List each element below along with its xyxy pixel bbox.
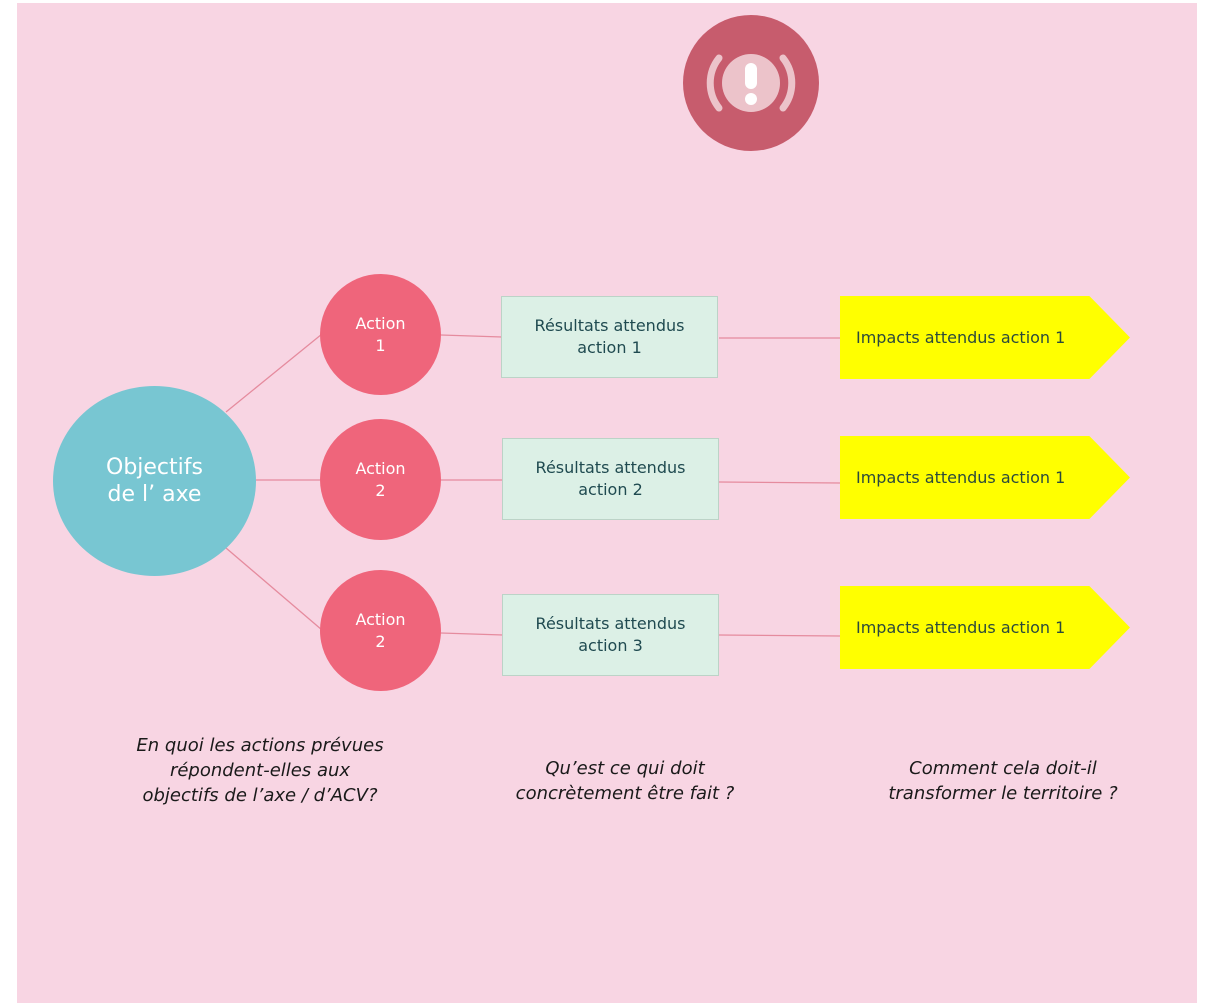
action-circle-2: Action 2 bbox=[320, 419, 441, 540]
result-box-2: Résultats attendus action 2 bbox=[502, 438, 719, 520]
connector-result-2-impact-2 bbox=[718, 481, 841, 484]
result-box-3: Résultats attendus action 3 bbox=[502, 594, 719, 676]
action-label: Action 2 bbox=[355, 609, 406, 651]
objective-label: Objectifs de l’ axe bbox=[106, 455, 203, 507]
question-impacts: Comment cela doit-il transformer le terr… bbox=[888, 758, 1118, 804]
result-label: Résultats attendus action 1 bbox=[534, 316, 685, 357]
question-results: Qu’est ce qui doit concrètement être fai… bbox=[515, 758, 735, 804]
objective-circle: Objectifs de l’ axe bbox=[53, 386, 256, 576]
impact-arrow-1: Impacts attendus action 1 bbox=[840, 296, 1130, 379]
result-label: Résultats attendus action 2 bbox=[535, 458, 686, 499]
action-label: Action 2 bbox=[355, 458, 406, 500]
connector-action-3-result-3 bbox=[440, 632, 504, 636]
action-circle-1: Action 1 bbox=[320, 274, 441, 395]
impact-label: Impacts attendus action 1 bbox=[856, 617, 1066, 637]
connector-objective-action-1 bbox=[225, 333, 323, 413]
impact-arrow-2: Impacts attendus action 1 bbox=[840, 436, 1130, 519]
connector-action-1-result-1 bbox=[440, 334, 503, 338]
action-circle-3: Action 2 bbox=[320, 570, 441, 691]
impact-label: Impacts attendus action 1 bbox=[856, 327, 1066, 347]
question-actions: En quoi les actions prévues répondent-el… bbox=[136, 735, 384, 806]
connector-objective-action-3 bbox=[225, 547, 323, 631]
result-box-1: Résultats attendus action 1 bbox=[501, 296, 718, 378]
impact-label: Impacts attendus action 1 bbox=[856, 467, 1066, 487]
alert-badge bbox=[683, 15, 819, 151]
connector-result-3-impact-3 bbox=[718, 634, 841, 637]
impact-arrow-3: Impacts attendus action 1 bbox=[840, 586, 1130, 669]
exclamation-alert-icon bbox=[706, 54, 796, 112]
result-label: Résultats attendus action 3 bbox=[535, 614, 686, 655]
action-label: Action 1 bbox=[355, 313, 406, 355]
